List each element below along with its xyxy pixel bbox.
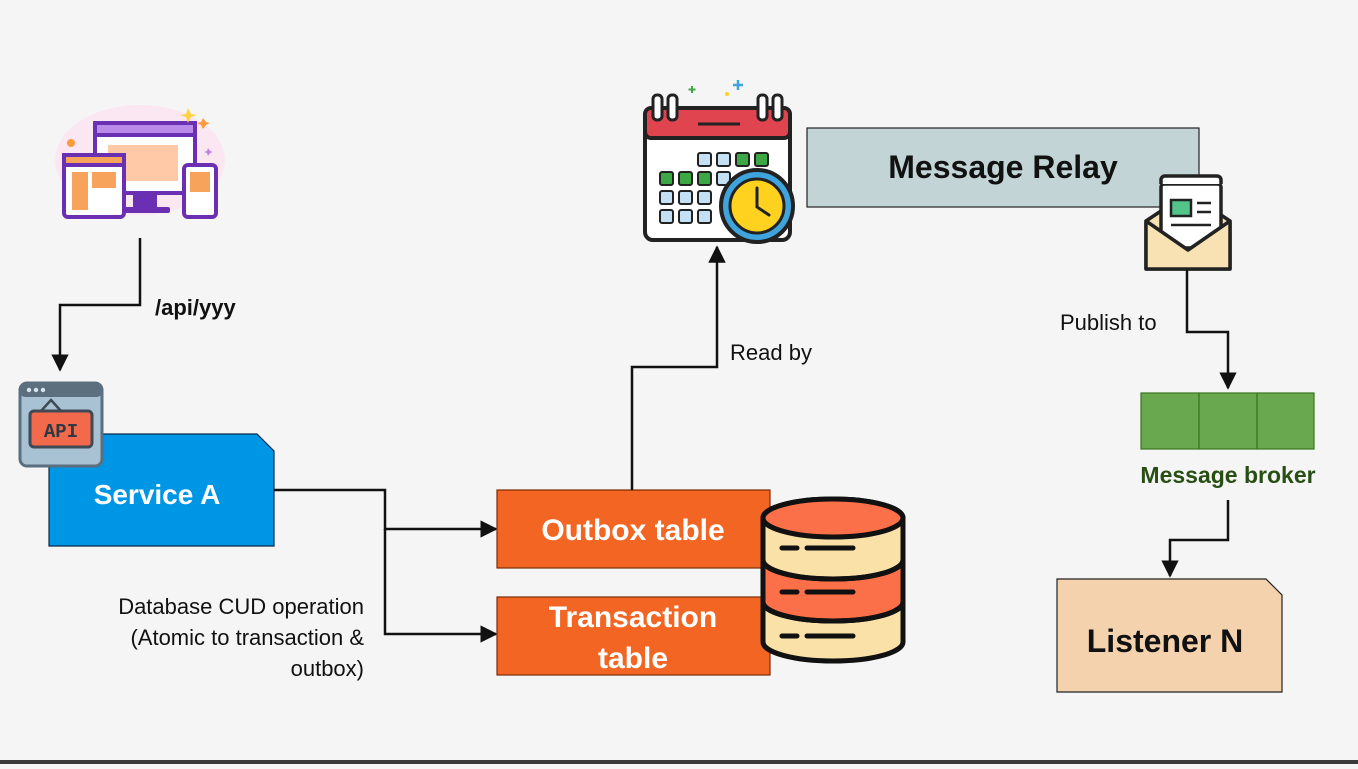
service-a-node: Service A [48, 433, 275, 547]
outbox-table-label: Outbox table [541, 514, 724, 547]
read-by-label: Read by [730, 340, 812, 365]
api-path-label: /api/yyy [155, 295, 236, 320]
db-operation-line3: outbox) [291, 656, 364, 681]
outbox-table-node: Outbox table [496, 489, 771, 569]
db-operation-line2: (Atomic to transaction & [130, 625, 364, 650]
bottom-divider [0, 760, 1358, 764]
message-relay-label: Message Relay [888, 149, 1118, 185]
mail-envelope-icon [1144, 174, 1232, 271]
api-badge-label: API [44, 421, 78, 443]
message-broker-label: Message broker [1140, 462, 1315, 488]
devices-icon [55, 105, 225, 219]
service-a-label: Service A [94, 479, 221, 510]
database-icon [760, 496, 906, 664]
publish-to-label: Publish to [1060, 310, 1157, 335]
transaction-table-label-line2: table [598, 642, 668, 675]
db-operation-line1: Database CUD operation [118, 594, 364, 619]
api-window-icon: API [18, 381, 104, 468]
transaction-table-label-line1: Transaction [549, 601, 717, 634]
listener-n-label: Listener N [1087, 623, 1243, 659]
message-relay-node: Message Relay [806, 127, 1200, 208]
listener-n-node: Listener N [1056, 578, 1283, 693]
message-broker-node: Message broker [1140, 392, 1316, 488]
calendar-clock-icon [643, 80, 795, 244]
transaction-table-node: Transaction table [496, 596, 771, 676]
